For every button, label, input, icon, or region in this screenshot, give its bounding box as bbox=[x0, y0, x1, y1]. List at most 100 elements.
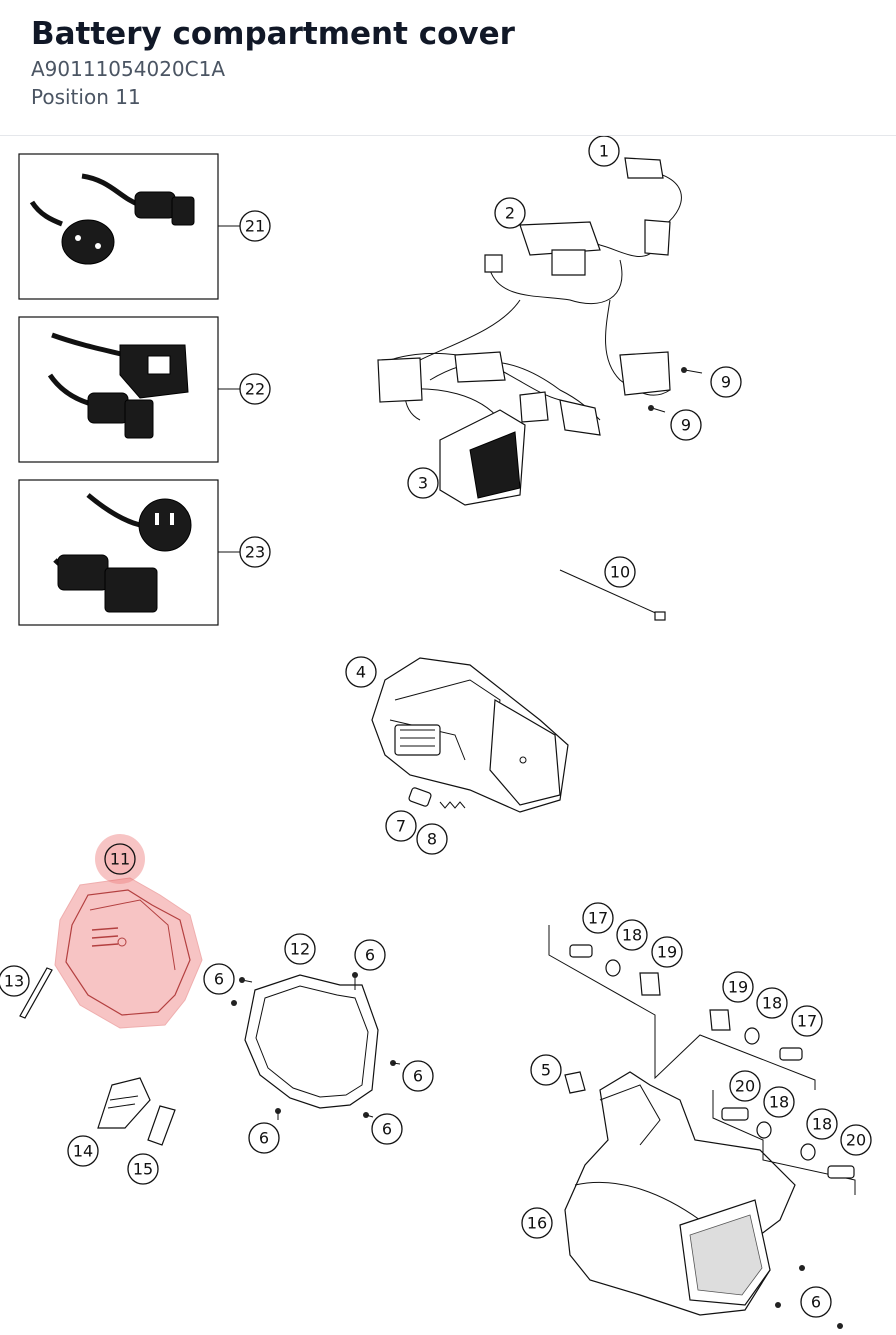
compartment-frame[interactable] bbox=[244, 974, 379, 1109]
callout-6b[interactable]: 6 bbox=[354, 939, 386, 971]
page-title: Battery compartment cover bbox=[31, 16, 515, 52]
callout-15[interactable]: 15 bbox=[127, 1153, 159, 1185]
callout-8[interactable]: 8 bbox=[416, 823, 448, 855]
screw-6f[interactable] bbox=[775, 1265, 843, 1329]
callout-21[interactable]: 21 bbox=[239, 210, 271, 242]
power-cord-au[interactable] bbox=[18, 479, 219, 626]
screw-9a[interactable] bbox=[681, 367, 703, 374]
clip-19a[interactable] bbox=[639, 972, 661, 996]
svg-text:14: 14 bbox=[73, 1142, 93, 1161]
bolt-17a[interactable] bbox=[569, 944, 593, 958]
plug-7[interactable] bbox=[408, 787, 432, 807]
controller-unit[interactable] bbox=[377, 351, 601, 506]
motor-unit[interactable] bbox=[564, 1071, 796, 1316]
svg-text:6: 6 bbox=[365, 946, 375, 965]
svg-text:5: 5 bbox=[541, 1061, 551, 1080]
callout-20a[interactable]: 20 bbox=[729, 1070, 761, 1102]
svg-text:6: 6 bbox=[413, 1067, 423, 1086]
svg-text:20: 20 bbox=[846, 1131, 866, 1150]
callout-18d[interactable]: 18 bbox=[806, 1108, 838, 1140]
callout-18b[interactable]: 18 bbox=[756, 987, 788, 1019]
power-cord-eu[interactable] bbox=[18, 153, 219, 300]
battery-compartment-cover-highlighted[interactable] bbox=[54, 834, 203, 1029]
screw-6e[interactable] bbox=[275, 1108, 281, 1120]
clip-19b[interactable] bbox=[709, 1009, 731, 1031]
callout-6f[interactable]: 6 bbox=[800, 1286, 832, 1318]
screw-6c[interactable] bbox=[390, 1060, 401, 1066]
callout-5[interactable]: 5 bbox=[530, 1054, 562, 1086]
callout-12[interactable]: 12 bbox=[284, 933, 316, 965]
washer-18b[interactable] bbox=[744, 1027, 760, 1045]
callout-6e[interactable]: 6 bbox=[248, 1122, 280, 1154]
washer-18a[interactable] bbox=[605, 959, 621, 977]
svg-text:6: 6 bbox=[382, 1120, 392, 1139]
bolt-17b[interactable] bbox=[779, 1047, 803, 1061]
bolt-20b[interactable] bbox=[827, 1165, 855, 1179]
callout-10[interactable]: 10 bbox=[604, 556, 636, 588]
callout-19a[interactable]: 19 bbox=[651, 936, 683, 968]
washer-18c[interactable] bbox=[756, 1121, 772, 1139]
screw-9b[interactable] bbox=[648, 405, 666, 413]
screw-6d[interactable] bbox=[363, 1112, 374, 1118]
svg-text:9: 9 bbox=[721, 373, 731, 392]
svg-text:19: 19 bbox=[728, 978, 748, 997]
callout-17b[interactable]: 17 bbox=[791, 1005, 823, 1037]
cable-tie[interactable] bbox=[559, 569, 666, 621]
power-cord-uk[interactable] bbox=[18, 316, 219, 463]
svg-text:1: 1 bbox=[599, 142, 609, 161]
callout-9b[interactable]: 9 bbox=[670, 409, 702, 441]
svg-text:6: 6 bbox=[811, 1293, 821, 1312]
insert-15[interactable] bbox=[147, 1105, 176, 1146]
part-number: A90111054020C1A bbox=[31, 57, 226, 81]
callout-16[interactable]: 16 bbox=[521, 1207, 553, 1239]
svg-text:23: 23 bbox=[245, 543, 265, 562]
svg-text:6: 6 bbox=[214, 970, 224, 989]
callout-2[interactable]: 2 bbox=[494, 197, 526, 229]
callout-18a[interactable]: 18 bbox=[616, 919, 648, 951]
callout-1[interactable]: 1 bbox=[588, 136, 620, 167]
svg-text:2: 2 bbox=[505, 204, 515, 223]
callout-18c[interactable]: 18 bbox=[763, 1086, 795, 1118]
bracket-5[interactable] bbox=[564, 1071, 586, 1094]
screw-6b[interactable] bbox=[352, 972, 358, 990]
callout-23[interactable]: 23 bbox=[239, 536, 271, 568]
svg-text:18: 18 bbox=[622, 926, 642, 945]
callout-3[interactable]: 3 bbox=[407, 467, 439, 499]
svg-text:12: 12 bbox=[290, 940, 310, 959]
callout-13[interactable]: 13 bbox=[0, 965, 30, 997]
svg-text:11: 11 bbox=[110, 850, 130, 869]
svg-text:7: 7 bbox=[396, 817, 406, 836]
svg-text:8: 8 bbox=[427, 830, 437, 849]
page-header: Battery compartment cover A90111054020C1… bbox=[0, 0, 896, 136]
callout-9a[interactable]: 9 bbox=[710, 366, 742, 398]
svg-text:6: 6 bbox=[259, 1129, 269, 1148]
callout-19b[interactable]: 19 bbox=[722, 971, 754, 1003]
svg-text:15: 15 bbox=[133, 1160, 153, 1179]
exploded-parts-diagram: 1 2 3 4 5 6 6 6 6 6 6 7 8 9 9 10 11 12 1… bbox=[0, 136, 872, 1329]
callout-6a[interactable]: 6 bbox=[203, 963, 235, 995]
svg-text:19: 19 bbox=[657, 943, 677, 962]
bolt-20a[interactable] bbox=[721, 1107, 749, 1121]
callout-11[interactable]: 11 bbox=[104, 843, 136, 875]
callout-4[interactable]: 4 bbox=[345, 656, 377, 688]
svg-text:9: 9 bbox=[681, 416, 691, 435]
callout-14[interactable]: 14 bbox=[67, 1135, 99, 1167]
callout-7[interactable]: 7 bbox=[385, 810, 417, 842]
svg-text:17: 17 bbox=[588, 909, 608, 928]
svg-text:10: 10 bbox=[610, 563, 630, 582]
callout-6c[interactable]: 6 bbox=[402, 1060, 434, 1092]
washer-18d[interactable] bbox=[800, 1143, 816, 1161]
callout-22[interactable]: 22 bbox=[239, 373, 271, 405]
callout-20b[interactable]: 20 bbox=[840, 1124, 872, 1156]
spring-8[interactable] bbox=[439, 801, 466, 809]
position-label: Position 11 bbox=[31, 85, 141, 109]
svg-text:13: 13 bbox=[4, 972, 24, 991]
screw-6a[interactable] bbox=[231, 977, 253, 1006]
rod-13[interactable] bbox=[19, 967, 53, 1019]
wiring-harness[interactable] bbox=[404, 157, 682, 421]
battery-pack[interactable] bbox=[371, 657, 569, 813]
svg-text:17: 17 bbox=[797, 1012, 817, 1031]
latch-14[interactable] bbox=[97, 1077, 151, 1129]
callout-17a[interactable]: 17 bbox=[582, 902, 614, 934]
callout-6d[interactable]: 6 bbox=[371, 1113, 403, 1145]
